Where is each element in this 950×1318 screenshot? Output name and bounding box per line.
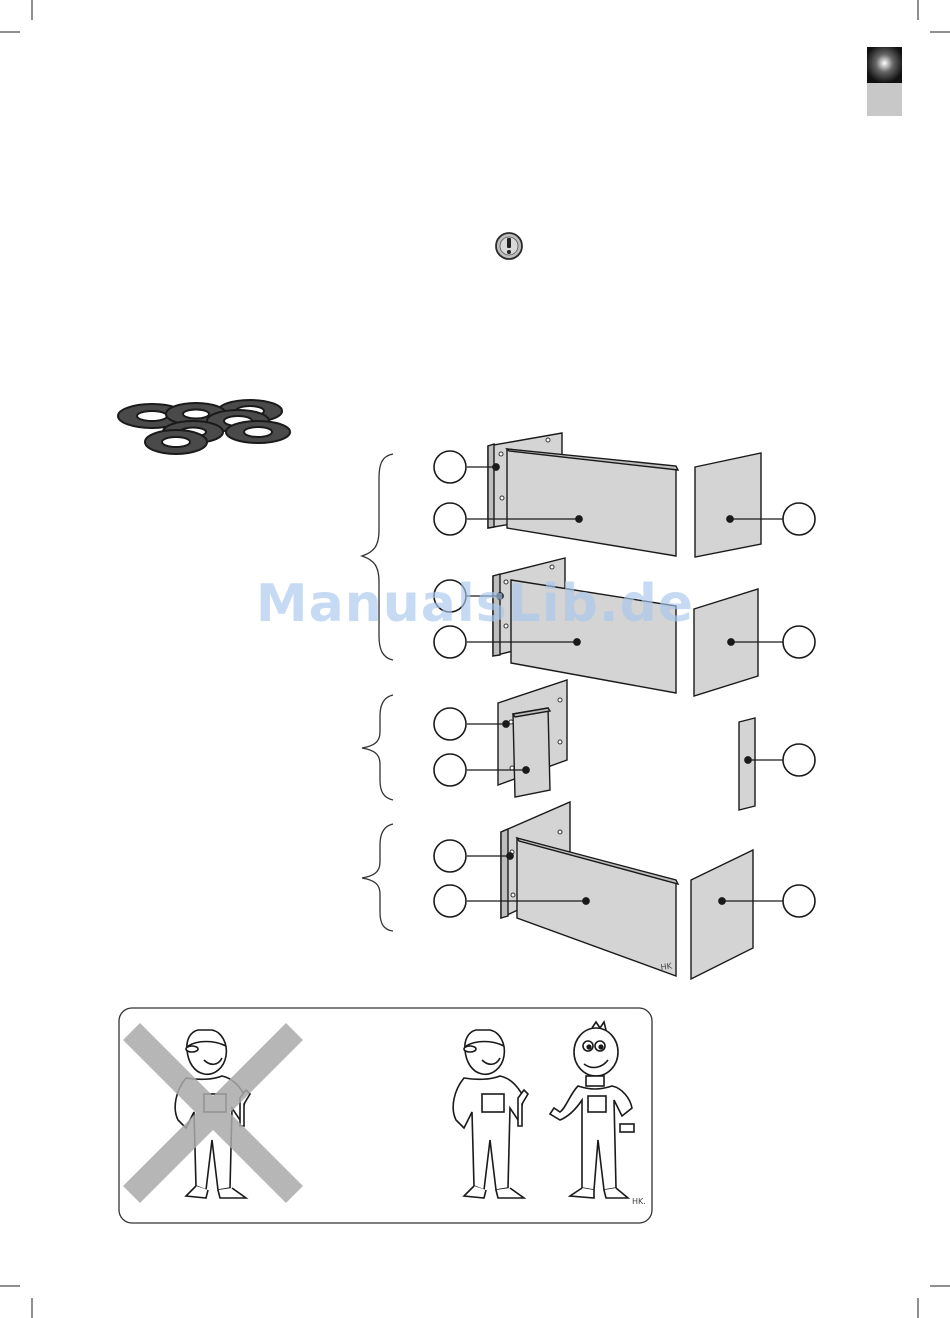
artist-signature-bottom: HK.: [632, 1197, 646, 1206]
